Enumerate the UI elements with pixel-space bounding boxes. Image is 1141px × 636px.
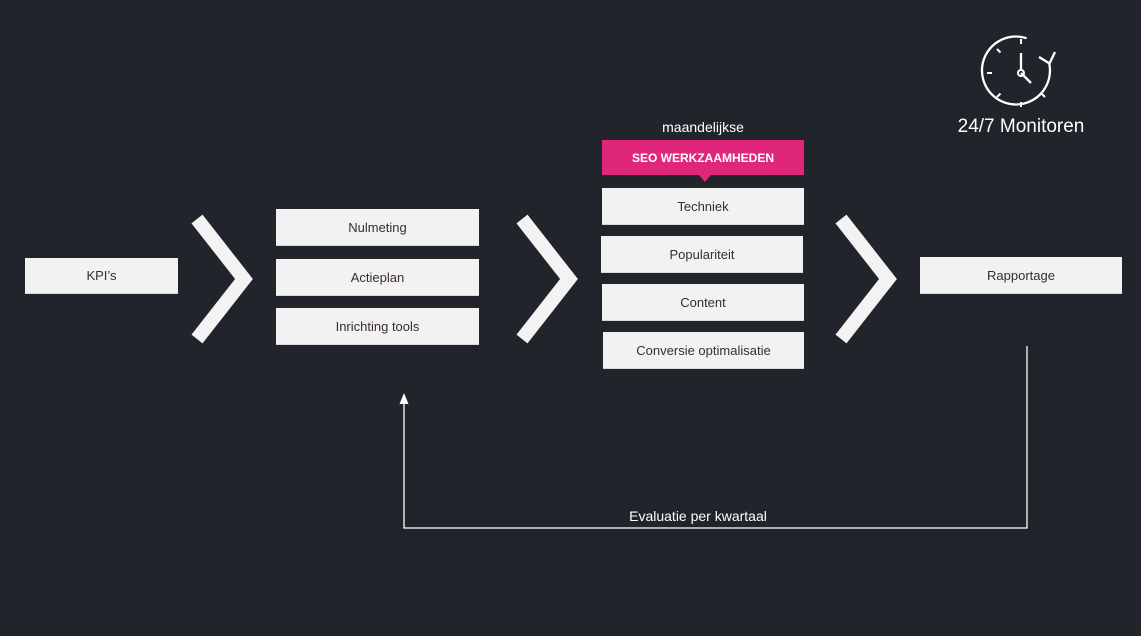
techniek-box: Techniek [602,188,804,225]
evaluatie-label: Evaluatie per kwartaal [629,508,767,524]
content-label: Content [680,294,726,310]
techniek-label: Techniek [677,198,729,214]
populariteit-box: Populariteit [601,236,803,273]
kpi-label: KPI’s [86,268,117,283]
rapportage-box: Rapportage [920,257,1122,294]
chevron-right-icon [835,214,897,344]
chevron-right-icon [191,214,253,344]
actieplan-label: Actieplan [350,269,405,285]
kpi-box: KPI’s [25,258,178,294]
feedback-arrowhead [399,393,409,404]
content-box: Content [602,284,804,321]
nulmeting-box: Nulmeting [276,209,479,246]
populariteit-label: Populariteit [669,246,735,262]
seo-werkzaamheden-label: SEO WERKZAAMHEDEN [631,150,774,165]
seo-werkzaamheden-header: SEO WERKZAAMHEDEN [602,140,804,175]
conversie-optimalisatie-box: Conversie optimalisatie [603,332,804,369]
clock-refresh-icon [980,35,1057,107]
inrichting-tools-label: Inrichting tools [335,318,420,334]
actieplan-box: Actieplan [276,259,479,296]
nulmeting-label: Nulmeting [348,219,407,235]
header-pointer [699,175,711,182]
monitor-label: 24/7 Monitoren [957,116,1085,137]
maandelijkse-caption: maandelijkse [662,119,744,135]
rapportage-label: Rapportage [987,267,1055,283]
inrichting-tools-box: Inrichting tools [276,308,479,345]
chevron-right-icon [516,214,578,344]
conversie-optimalisatie-label: Conversie optimalisatie [636,342,771,358]
